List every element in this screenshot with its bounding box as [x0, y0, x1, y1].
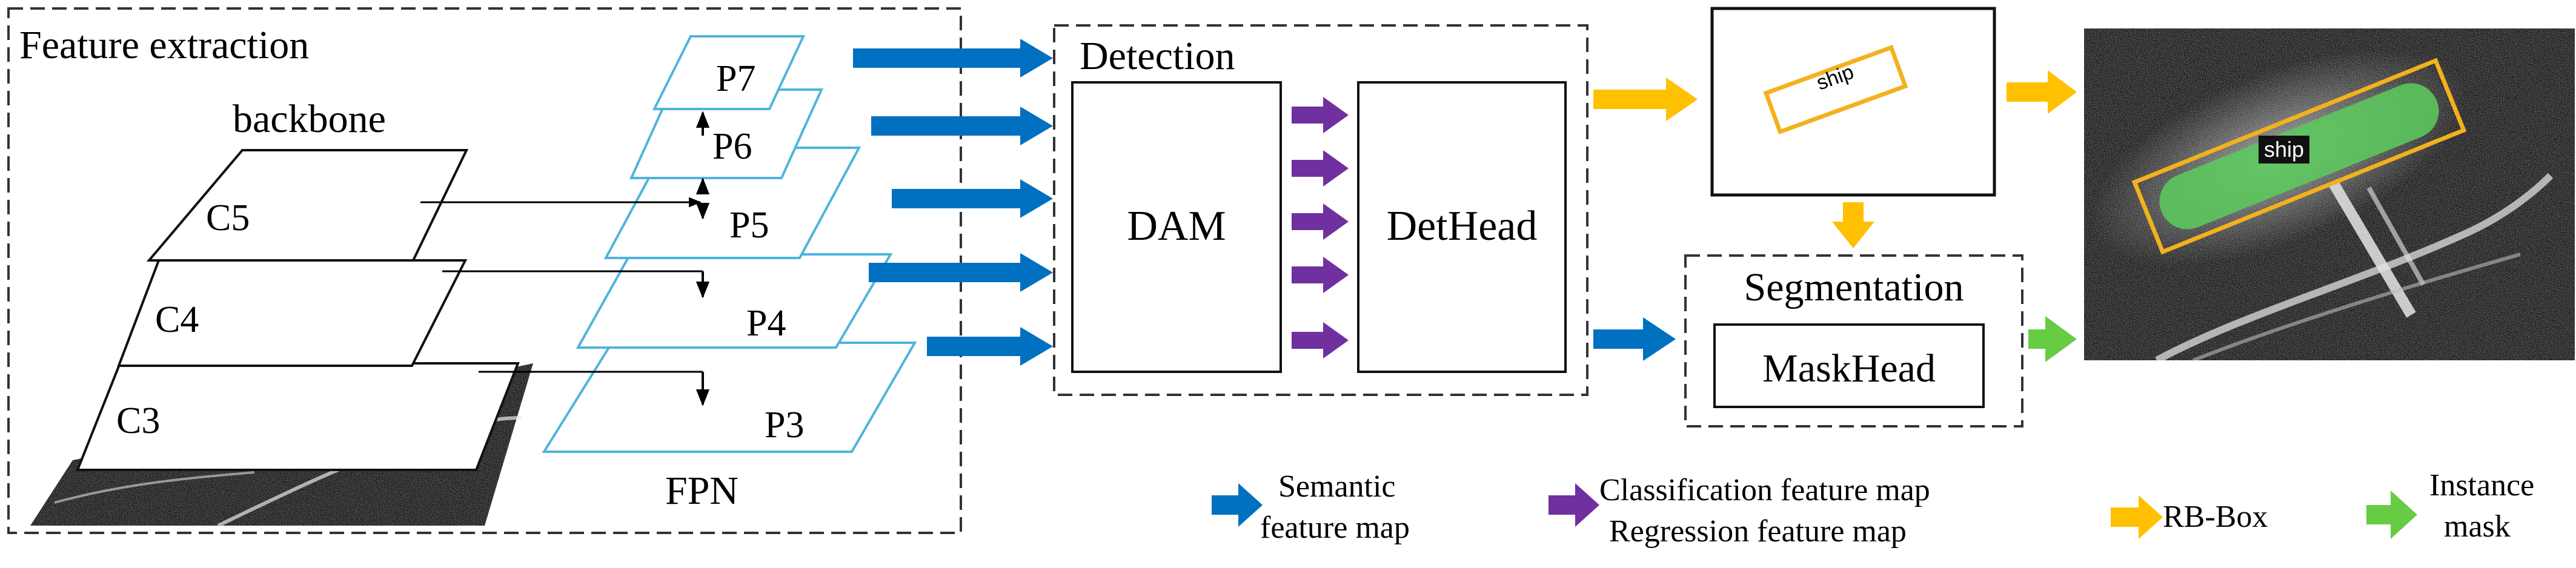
feature-extraction-title: Feature extraction	[19, 23, 309, 67]
backbone-label: backbone	[233, 97, 386, 141]
detection-title: Detection	[1080, 34, 1235, 78]
c3-label: C3	[116, 400, 160, 441]
cls-reg-arrow-2	[1292, 150, 1349, 187]
c5-label: C5	[206, 197, 250, 239]
legend-instance-line1: Instance	[2429, 468, 2534, 503]
backbone-layer-c3: C3	[76, 362, 520, 471]
legend-semantic-line2: feature map	[1260, 510, 1410, 545]
legend-instance-line2: mask	[2444, 509, 2511, 544]
legend-semantic-line1: Semantic	[1278, 469, 1396, 504]
ship-label-output: ship	[2264, 137, 2304, 162]
cls-reg-arrow-1	[1292, 97, 1349, 133]
feature-extraction-frame	[7, 7, 962, 534]
fpn-layer-p4: P4	[576, 253, 893, 349]
legend-classification-line1: Classification feature map	[1599, 473, 1930, 507]
p3-label: P3	[765, 405, 804, 446]
maskhead-module: MaskHead	[1713, 323, 1985, 408]
legend-mask-arrow	[2366, 490, 2417, 539]
mask-arrow-to-output	[2028, 316, 2077, 362]
p4-label: P4	[746, 303, 786, 344]
semantic-arrow-p6	[871, 107, 1053, 145]
dethead-label: DetHead	[1387, 203, 1538, 249]
fpn-layer-p3: P3	[542, 342, 917, 453]
fpn-label: FPN	[665, 469, 739, 513]
p7-label: P7	[716, 58, 755, 99]
legend: Semantic feature map Classification feat…	[1212, 468, 2534, 549]
segmentation-section: Segmentation MaskHead	[1684, 254, 2023, 428]
rbbox-result-panel: ship	[1710, 7, 1996, 197]
legend-rbbox-label: RB-Box	[2163, 500, 2268, 534]
rbbox-arrow-to-output	[2007, 70, 2077, 114]
dethead-module: DetHead	[1357, 81, 1567, 373]
legend-rbbox: RB-Box	[2111, 495, 2268, 539]
rbbox-arrow-down	[1832, 202, 1874, 248]
ship-label-background	[2259, 136, 2309, 163]
cls-reg-arrow-4	[1292, 257, 1349, 293]
segmentation-title: Segmentation	[1744, 265, 1964, 309]
output-sar-image: ship	[2084, 28, 2575, 360]
legend-cls-reg-arrow	[1549, 483, 1599, 527]
semantic-arrow-p4	[869, 253, 1053, 292]
legend-semantic-arrow	[1212, 483, 1263, 527]
legend-instance: Instance mask	[2366, 468, 2534, 544]
legend-classification-line2: Regression feature map	[1609, 514, 1907, 549]
semantic-arrow-to-segmentation	[1593, 317, 1676, 361]
backbone-layer-c5: C5	[146, 149, 469, 262]
lateral-connections	[420, 197, 703, 373]
rbbox-output	[2131, 58, 2467, 255]
fpn-layer-p7: P7	[652, 35, 806, 110]
semantic-arrow-p5	[892, 179, 1053, 218]
p5-label: P5	[729, 205, 769, 246]
feature-extraction-section: Feature extraction backbone C3 C4 C5 P3	[7, 7, 962, 534]
dam-module: DAM	[1071, 81, 1282, 373]
rbbox-small	[1763, 44, 1908, 135]
dam-label: DAM	[1127, 203, 1226, 249]
maskhead-label: MaskHead	[1762, 346, 1936, 391]
rbbox-arrow-to-box	[1593, 78, 1698, 121]
legend-classification: Classification feature map Regression fe…	[1549, 473, 1930, 549]
detection-section: Detection DAM DetHead	[1053, 24, 1588, 396]
legend-rbbox-arrow	[2111, 495, 2163, 539]
c4-label: C4	[155, 299, 199, 340]
detection-frame	[1053, 24, 1588, 396]
semantic-arrow-p3	[927, 327, 1053, 366]
semantic-feature-arrows	[853, 39, 1053, 366]
cls-reg-arrow-3	[1292, 203, 1349, 240]
cls-reg-arrows	[1292, 97, 1349, 358]
legend-semantic: Semantic feature map	[1212, 469, 1410, 545]
segmentation-frame	[1684, 254, 2023, 428]
backbone-layer-c4: C4	[117, 259, 468, 367]
semantic-arrow-p7	[853, 39, 1053, 78]
cls-reg-arrow-5	[1292, 322, 1349, 358]
p6-label: P6	[712, 126, 752, 167]
